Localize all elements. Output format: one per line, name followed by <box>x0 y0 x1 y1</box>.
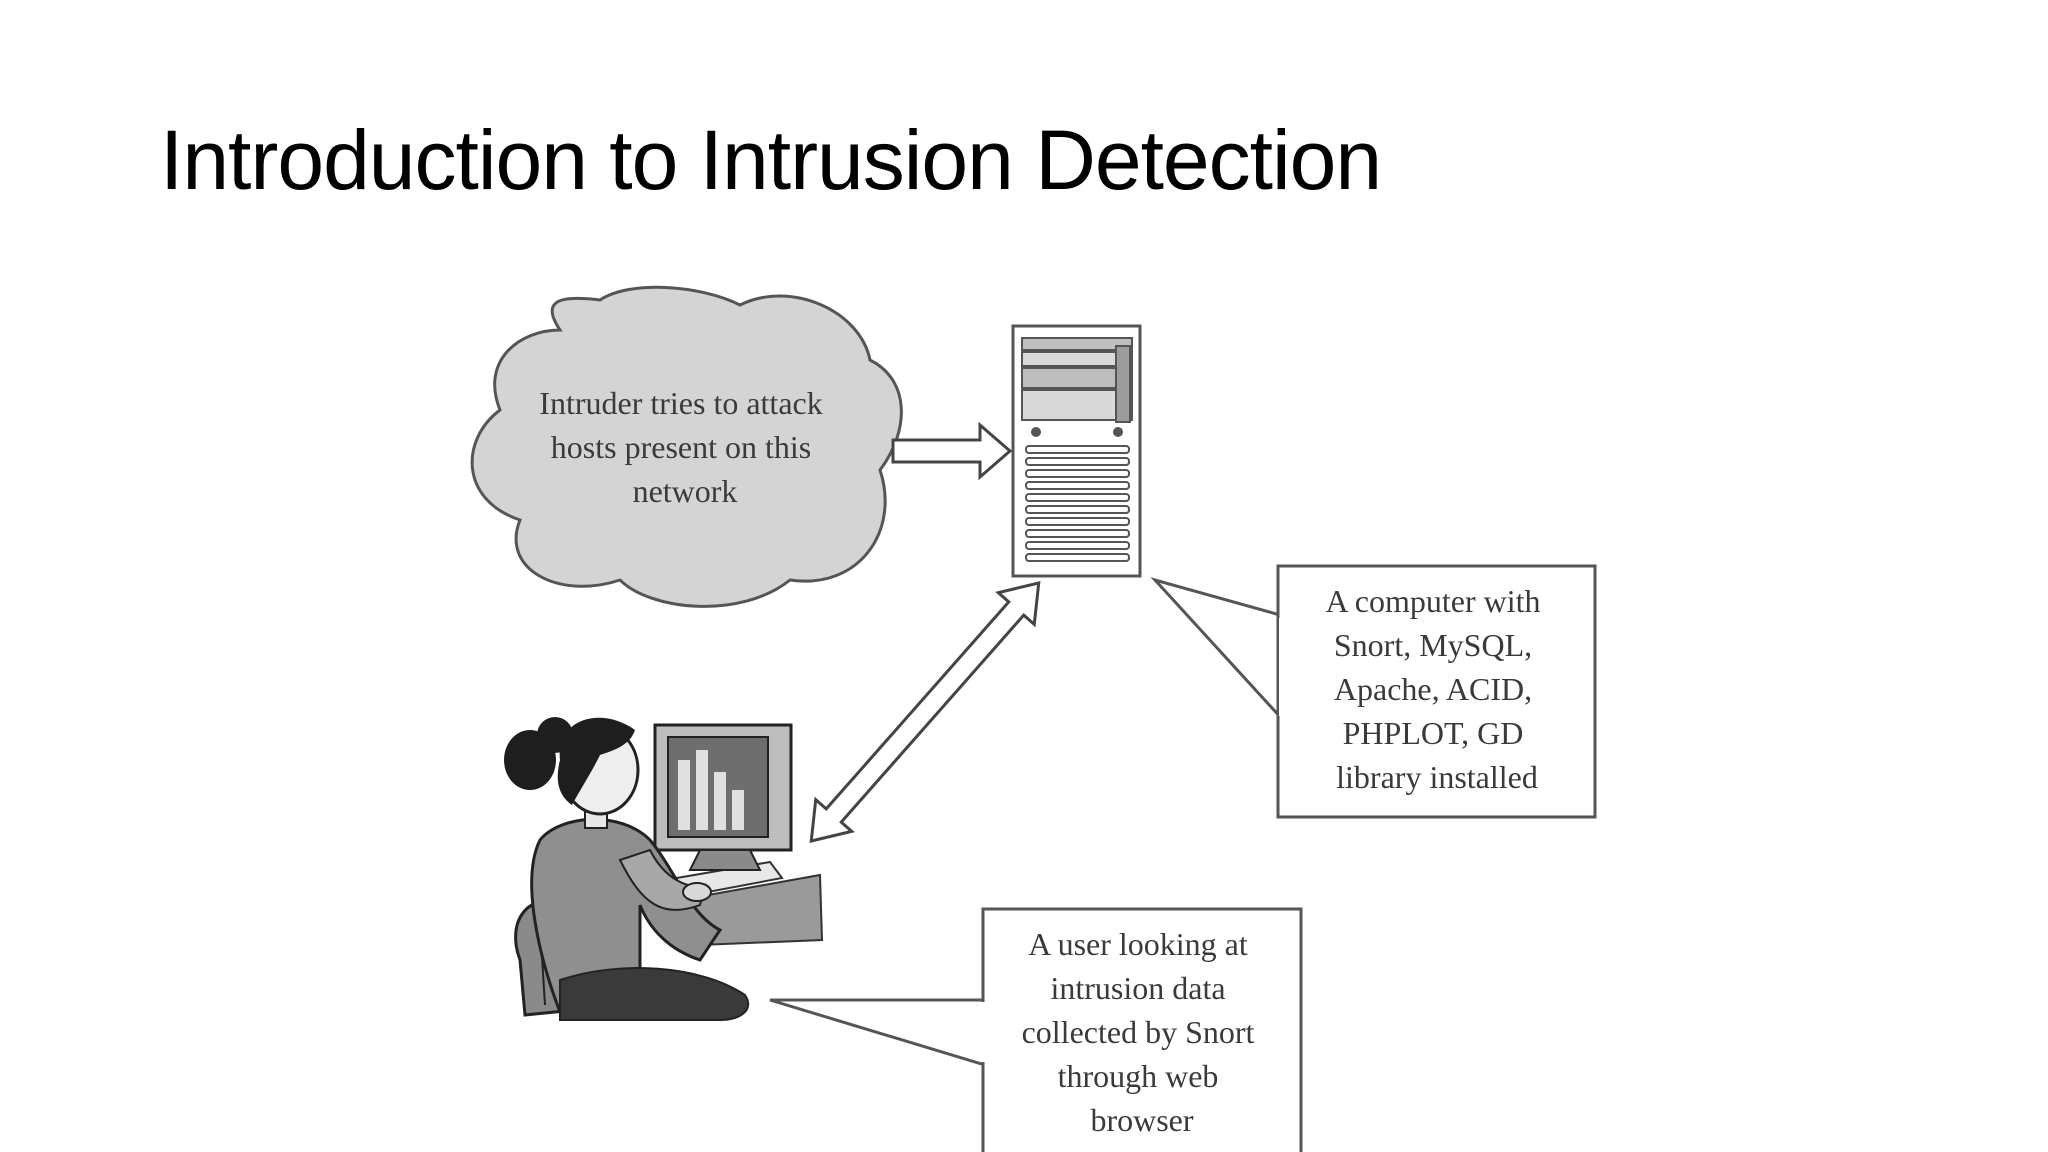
user-callout-line-3: collected by Snort <box>1022 1014 1255 1050</box>
cloud-icon <box>470 285 903 608</box>
server-callout-line-4: PHPLOT, GD <box>1343 715 1524 751</box>
cloud-label-line-2: hosts present on this <box>551 429 811 465</box>
cloud-label-line-3: network <box>633 473 738 509</box>
server-tower-icon <box>1011 324 1142 578</box>
user-callout-line-4: through web <box>1058 1058 1219 1094</box>
server-callout-line-1: A computer with <box>1325 583 1540 619</box>
server-callout-line-5: library installed <box>1336 759 1538 795</box>
server-callout-text: A computer with Snort, MySQL, Apache, AC… <box>1325 583 1548 795</box>
user-callout-line-2: intrusion data <box>1050 970 1225 1006</box>
cloud-label: Intruder tries to attack hosts present o… <box>539 385 830 509</box>
server-callout <box>1150 564 1597 819</box>
user-callout <box>769 907 1303 1152</box>
user-callout-line-5: browser <box>1090 1102 1193 1138</box>
slide-title: Introduction to Intrusion Detection <box>160 113 1382 207</box>
cloud-label-line-1: Intruder tries to attack <box>539 385 822 421</box>
user-callout-line-1: A user looking at <box>1028 926 1248 962</box>
server-callout-line-3: Apache, ACID, <box>1334 671 1532 707</box>
arrow-cloud-to-server-icon <box>891 421 1013 481</box>
bidirectional-arrow-icon <box>809 581 1041 843</box>
user-at-computer-icon <box>504 717 824 1021</box>
user-callout-text: A user looking at intrusion data collect… <box>1022 926 1263 1138</box>
server-callout-line-2: Snort, MySQL, <box>1334 627 1532 663</box>
